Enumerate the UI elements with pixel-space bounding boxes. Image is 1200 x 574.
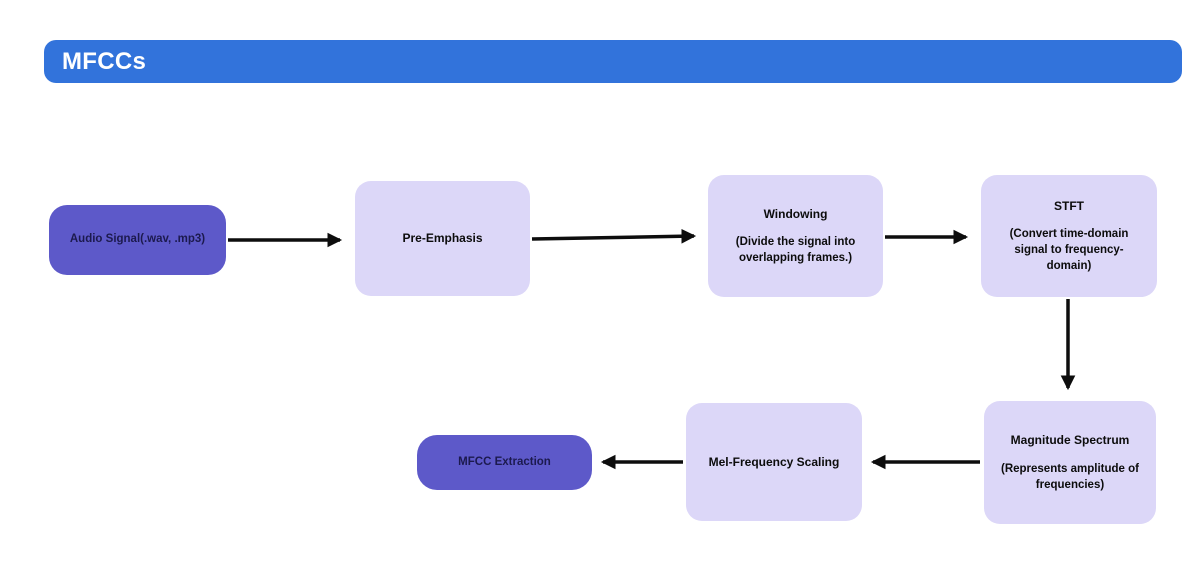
node-audio-signal-label: Audio Signal(.wav, .mp3): [69, 233, 206, 246]
node-windowing-description: (Divide the signal into overlapping fram…: [735, 236, 856, 265]
node-windowing-label: Windowing: [763, 206, 828, 221]
node-magnitude-spectrum: Magnitude Spectrum (Represents amplitude…: [984, 401, 1156, 524]
node-mel-frequency-scaling: Mel-Frequency Scaling: [686, 403, 862, 521]
node-pre-emphasis: Pre-Emphasis: [355, 181, 530, 296]
node-mfcc-extraction-label: MFCC Extraction: [458, 455, 551, 468]
node-magnitude-spectrum-label: Magnitude Spectrum: [1010, 433, 1130, 448]
node-windowing: Windowing (Divide the signal into overla…: [708, 175, 883, 297]
title-banner: MFCCs: [44, 40, 1182, 83]
node-stft-label: STFT: [1054, 198, 1084, 213]
node-mel-frequency-scaling-label: Mel-Frequency Scaling: [708, 454, 840, 469]
node-audio-signal: Audio Signal(.wav, .mp3): [49, 205, 226, 275]
page-title: MFCCs: [62, 47, 147, 75]
node-magnitude-spectrum-description: (Represents amplitude of frequencies): [1000, 462, 1140, 491]
arrow-pre-emphasis-to-windowing: [531, 228, 697, 244]
node-mfcc-extraction: MFCC Extraction: [417, 435, 592, 490]
node-stft-description: (Convert time-domain signal to frequency…: [1009, 227, 1129, 273]
node-stft: STFT (Convert time-domain signal to freq…: [981, 175, 1157, 297]
node-pre-emphasis-label: Pre-Emphasis: [402, 231, 483, 246]
